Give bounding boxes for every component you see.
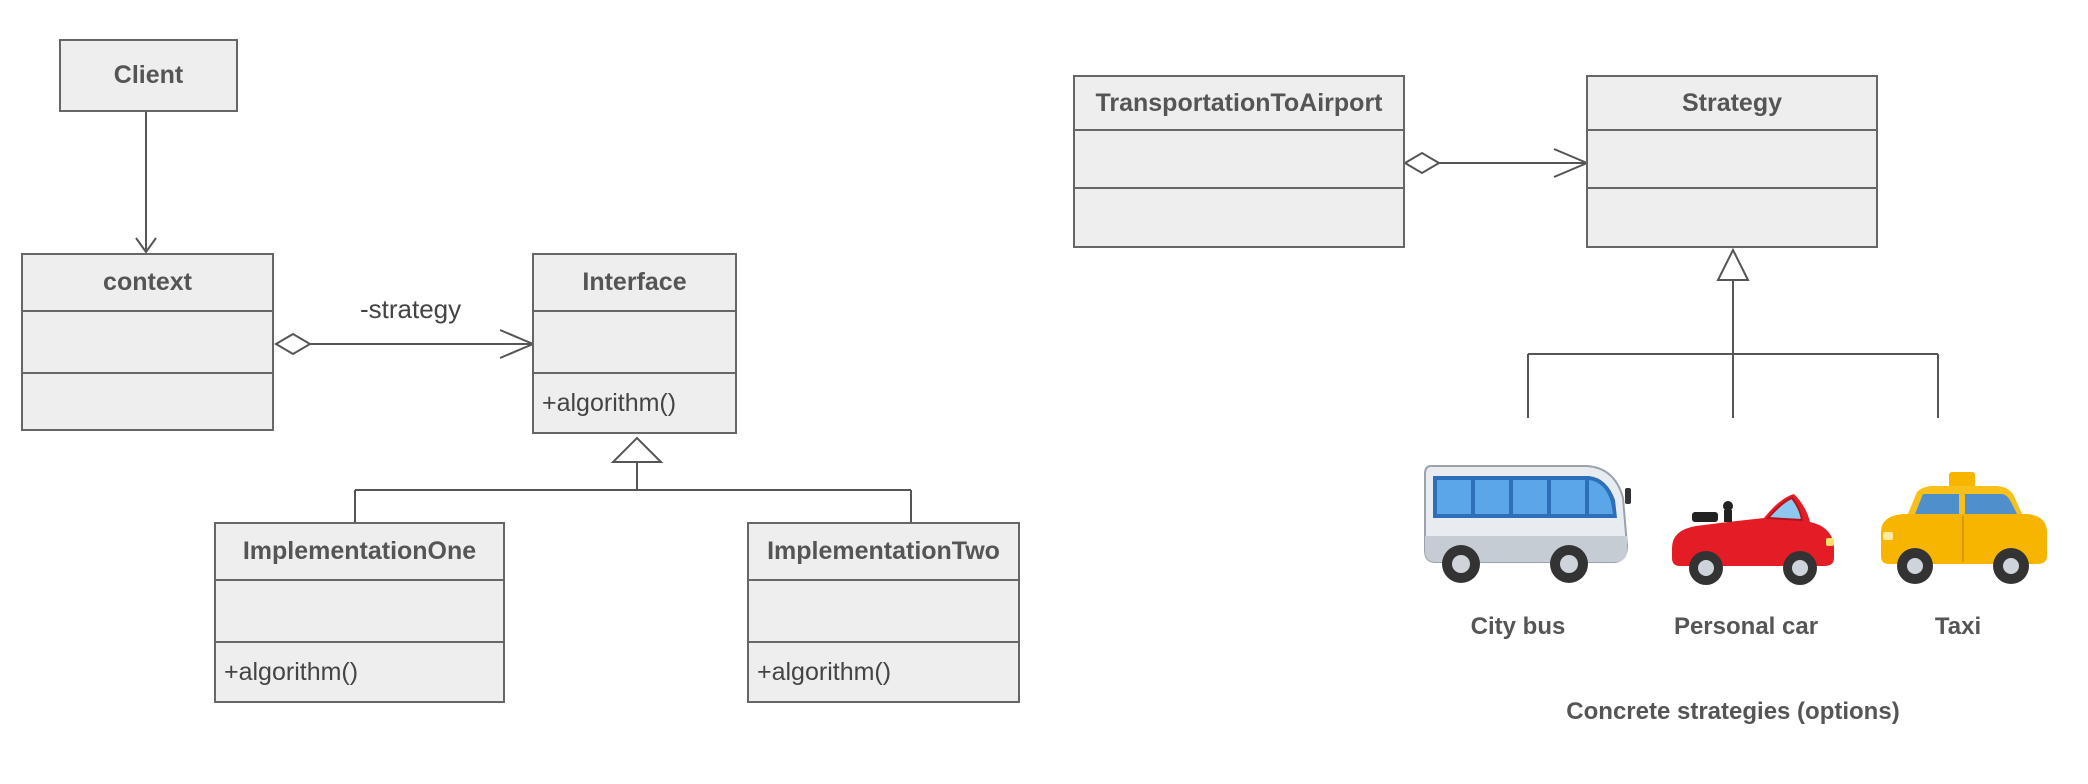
strategy-class-box: Strategy [1586,75,1878,248]
implementation-one-attributes [216,579,503,641]
implementation-one-class-name: ImplementationOne [242,537,477,565]
transportation-methods [1075,187,1403,246]
implementation-one-class-box: ImplementationOne +algorithm() [214,522,505,703]
context-class-box: context [21,253,274,431]
interface-methods: +algorithm() [534,372,735,432]
client-arrowhead [135,237,157,254]
interface-attributes [534,310,735,372]
context-aggregation-diamond [274,332,312,356]
implementation-two-class-box: ImplementationTwo +algorithm() [747,522,1020,703]
strategy-methods [1588,187,1876,246]
implementation-two-methods: +algorithm() [749,641,1018,701]
implementation-two-class-name: ImplementationTwo [767,537,1000,565]
strategy-inheritance-triangle [1716,247,1750,281]
client-class-name: Client [113,61,184,89]
strategy-attributes [1588,129,1876,187]
context-attributes [23,310,272,372]
transportation-class-box: TransportationToAirport [1073,75,1405,248]
bus-icon [1424,465,1631,583]
client-class-box: Client [59,39,238,112]
interface-class-name: Interface [582,268,687,296]
association-label: -strategy [360,294,462,324]
convertible-car-icon [1672,494,1834,585]
strategy-class-name: Strategy [1681,88,1783,117]
transportation-class-name: TransportationToAirport [1095,88,1383,117]
taxi-icon [1881,472,2047,584]
implementation-one-methods: +algorithm() [216,641,503,701]
interface-inheritance-triangle [610,436,664,463]
transportation-attributes [1075,129,1403,187]
personal-car-label: Personal car [1673,613,1819,640]
concrete-strategies-caption: Concrete strategies (options) [1566,698,1900,725]
implementation-two-attributes [749,579,1018,641]
transportation-aggregation-diamond [1403,151,1441,175]
interface-class-box: Interface +algorithm() [532,253,737,434]
context-class-name: context [103,268,192,296]
taxi-label: Taxi [1934,613,1982,640]
context-methods [23,372,272,429]
city-bus-label: City bus [1470,613,1566,640]
